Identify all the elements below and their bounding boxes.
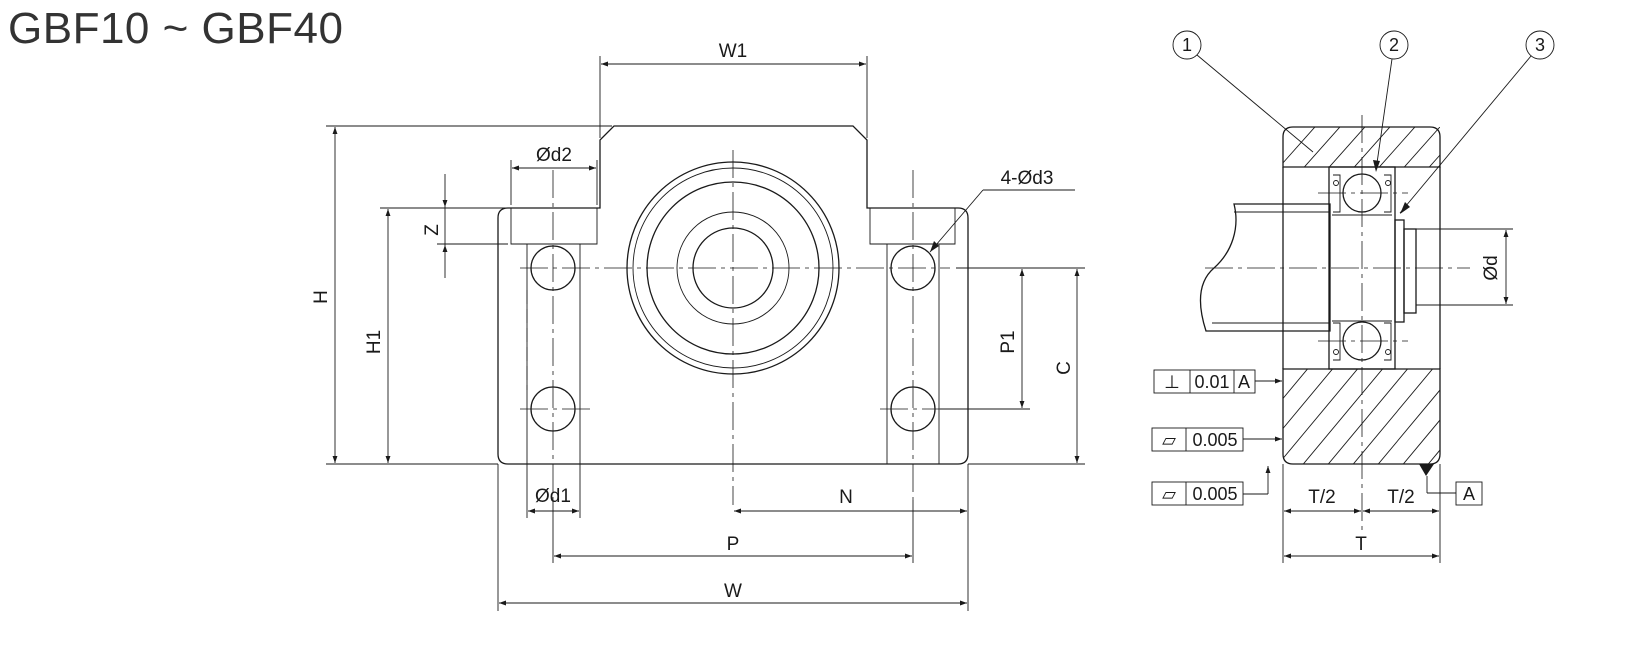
dim-p-label: P [727,534,740,555]
dim-p1-label: P1 [998,330,1019,353]
svg-text:A: A [1463,484,1475,504]
svg-text:3: 3 [1535,35,1545,55]
housing-outline [497,125,969,465]
balloon-3: 3 [1399,30,1555,214]
dim-z-label: Z [422,224,443,236]
dim-h-label: H [311,290,332,304]
dim-w-label: W [724,581,742,602]
tolerance-frame-perpendicularity: ⊥ 0.01 A [1153,369,1282,394]
dim-d3-label: 4-Ød3 [1001,168,1054,189]
dim-c-label: C [1054,361,1075,375]
dim-w1-label: W1 [719,41,748,62]
svg-text:⊥: ⊥ [1164,372,1180,392]
svg-text:0.005: 0.005 [1192,430,1237,450]
svg-text:0.005: 0.005 [1192,484,1237,504]
page-title: GBF10 ~ GBF40 [8,4,344,53]
dim-t-half-left-label: T/2 [1308,487,1335,508]
balloon-2: 2 [1373,30,1409,172]
dim-t-half-right-label: T/2 [1387,487,1414,508]
side-view: Ød 1 2 3 ⊥ 0.01 A [1151,30,1555,563]
tolerance-frame-flatness-1: ▱ 0.005 [1151,427,1282,452]
dim-d2-label: Ød2 [536,145,572,166]
dim-n-label: N [839,487,853,508]
svg-text:▱: ▱ [1162,430,1176,450]
svg-text:0.01: 0.01 [1194,372,1229,392]
svg-text:▱: ▱ [1162,484,1176,504]
dim-d-label: Ød [1481,255,1502,280]
svg-text:2: 2 [1389,35,1399,55]
svg-text:A: A [1238,372,1250,392]
tolerance-frame-flatness-2: ▱ 0.005 [1151,466,1271,506]
dim-h1-label: H1 [364,330,385,354]
dim-d1-label: Ød1 [535,486,571,507]
balloon-1: 1 [1172,30,1314,153]
svg-text:1: 1 [1182,35,1192,55]
datum-a: A [1419,464,1483,506]
front-view: W1 Ød2 4-Ød3 Z H H1 P1 C [311,41,1085,611]
dim-t-label: T [1355,534,1367,555]
